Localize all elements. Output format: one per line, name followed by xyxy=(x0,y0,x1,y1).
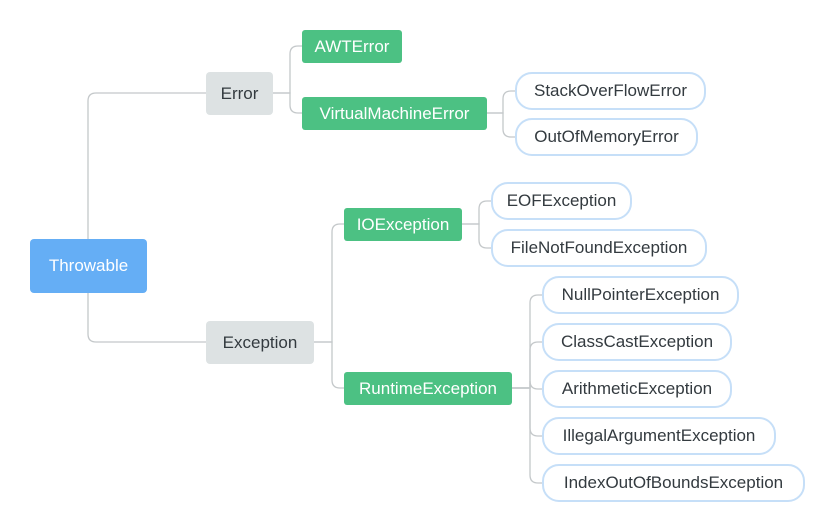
link-runtime-leaf-4 xyxy=(512,387,542,484)
node-arithmeticexception[interactable]: ArithmeticException xyxy=(542,370,732,408)
node-outofmemoryerror[interactable]: OutOfMemoryError xyxy=(515,118,698,156)
link-runtime-leaf-3 xyxy=(512,387,542,437)
node-filenotfoundexception[interactable]: FileNotFoundException xyxy=(491,229,707,267)
link-runtime-leaf-1 xyxy=(512,341,542,389)
link-error-awterror xyxy=(273,45,302,94)
link-runtime-leaf-2 xyxy=(512,380,542,390)
node-indexoutofboundsexception[interactable]: IndexOutOfBoundsException xyxy=(542,464,805,502)
link-throwable-exception xyxy=(87,293,206,343)
link-exception-io xyxy=(314,223,344,343)
node-ioexception[interactable]: IOException xyxy=(344,208,462,241)
node-illegalargumentexception[interactable]: IllegalArgumentException xyxy=(542,417,776,455)
link-io-filenotfound xyxy=(462,223,491,249)
node-virtualmachineerror[interactable]: VirtualMachineError xyxy=(302,97,487,130)
node-classcastexception[interactable]: ClassCastException xyxy=(542,323,732,361)
link-error-vmerror xyxy=(273,92,302,114)
link-throwable-error xyxy=(87,92,206,239)
node-nullpointerexception[interactable]: NullPointerException xyxy=(542,276,739,314)
link-vm-outofmemory xyxy=(487,112,515,138)
link-vm-stackoverflow xyxy=(487,90,515,114)
node-error[interactable]: Error xyxy=(206,72,273,115)
node-eofexception[interactable]: EOFException xyxy=(491,182,632,220)
node-exception[interactable]: Exception xyxy=(206,321,314,364)
link-io-eof xyxy=(462,200,491,225)
link-exception-runtime xyxy=(314,341,344,389)
node-awterror[interactable]: AWTError xyxy=(302,30,402,63)
link-runtime-leaf-0 xyxy=(512,294,542,389)
node-stackoverflowerror[interactable]: StackOverFlowError xyxy=(515,72,706,110)
node-runtimeexception[interactable]: RuntimeException xyxy=(344,372,512,405)
node-throwable[interactable]: Throwable xyxy=(30,239,147,293)
